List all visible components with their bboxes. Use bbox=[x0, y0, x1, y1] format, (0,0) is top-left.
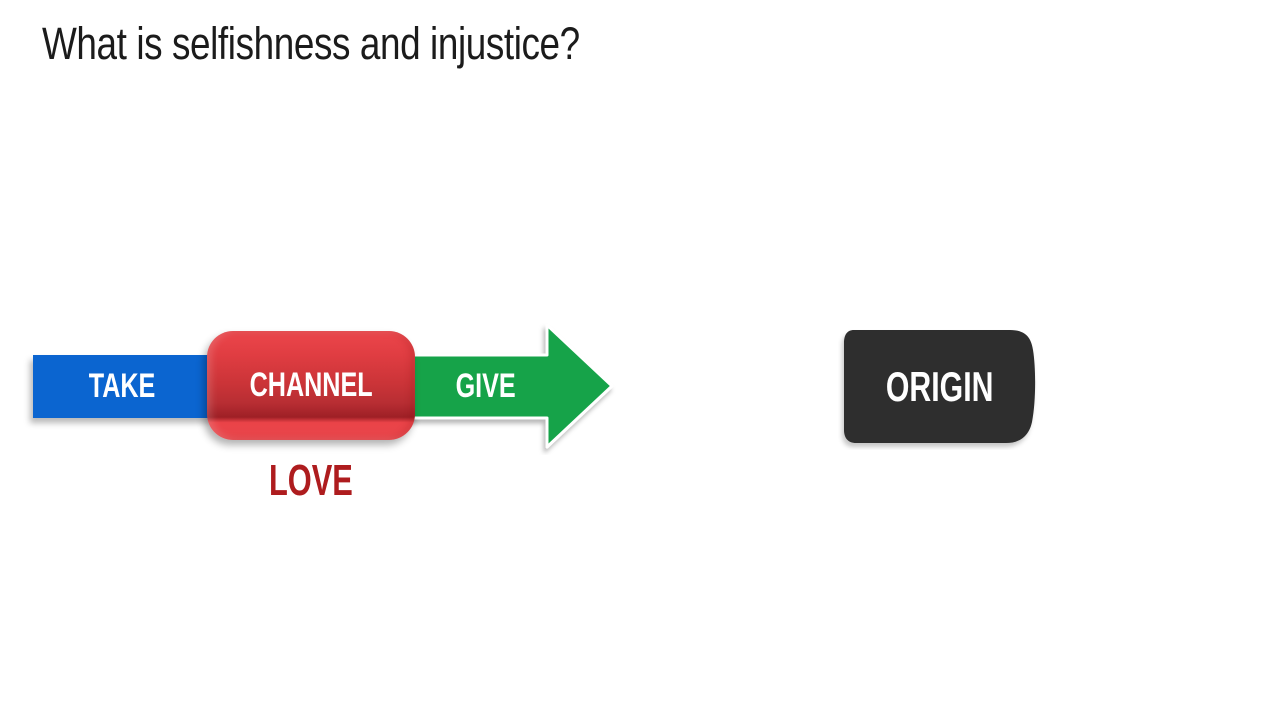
origin-label: ORIGIN bbox=[886, 362, 994, 410]
love-caption: LOVE bbox=[207, 456, 415, 506]
take-label: TAKE bbox=[88, 367, 156, 405]
origin-shape bbox=[844, 330, 1036, 443]
love-label: LOVE bbox=[269, 456, 353, 505]
give-label: GIVE bbox=[455, 367, 517, 405]
origin-path bbox=[844, 330, 1036, 443]
channel-label: CHANNEL bbox=[249, 366, 373, 404]
give-arrow-shape bbox=[410, 323, 614, 449]
origin-label-wrap: ORIGIN bbox=[842, 330, 1038, 443]
give-arrow-polygon bbox=[410, 323, 614, 449]
channel-cylinder: CHANNEL bbox=[207, 331, 415, 440]
take-label-wrap: TAKE bbox=[33, 355, 211, 418]
give-label-wrap: GIVE bbox=[420, 355, 552, 418]
slide-title: What is selfishness and injustice? bbox=[42, 18, 580, 69]
